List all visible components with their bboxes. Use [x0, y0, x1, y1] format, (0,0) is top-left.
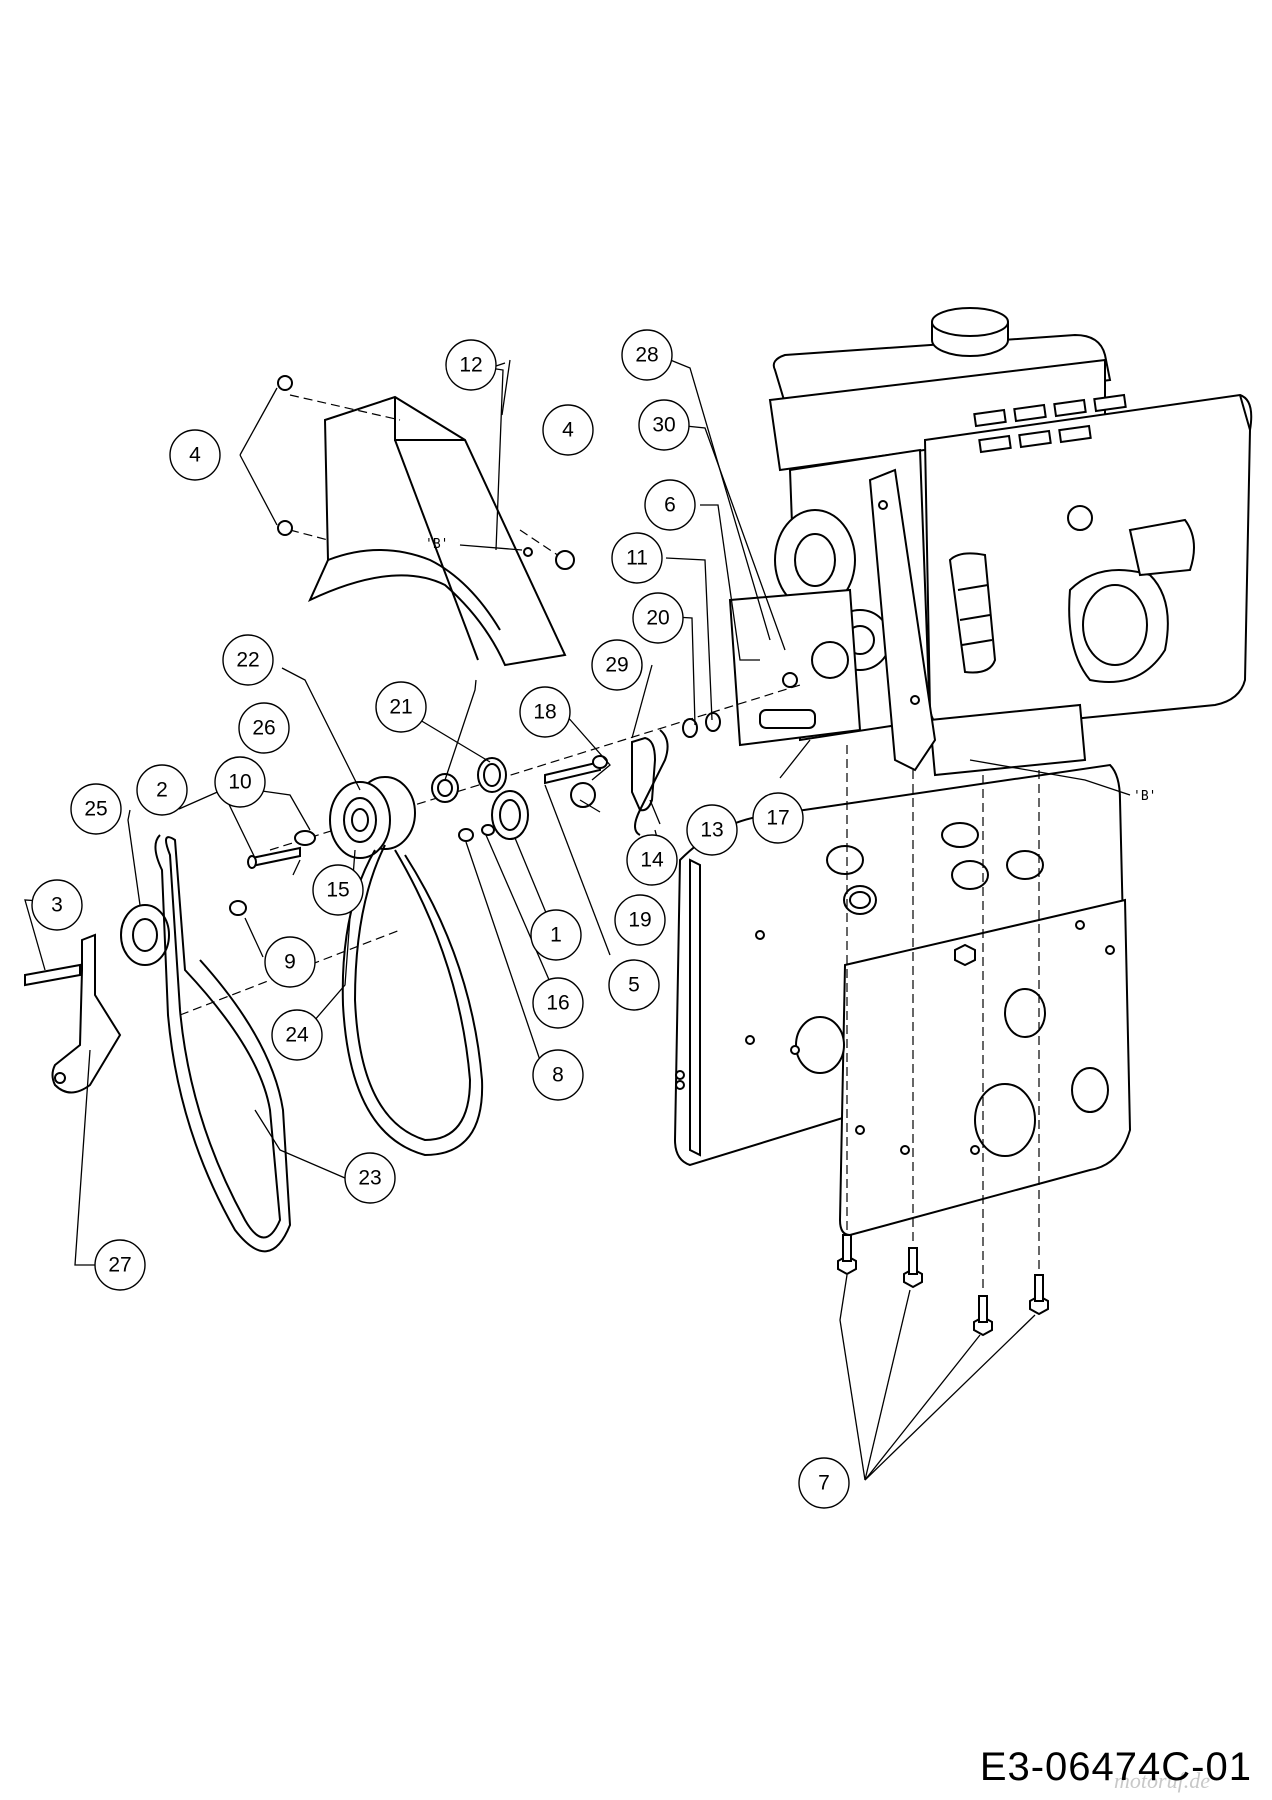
callout-4-left: 4	[169, 429, 221, 481]
svg-text:21: 21	[389, 696, 412, 719]
belts-drawing	[154, 834, 484, 1253]
callout-18: 18	[519, 686, 571, 738]
callout-26: 26	[238, 702, 290, 754]
callout-14: 14	[626, 834, 678, 886]
reference-label-b-engine: 'B'	[1133, 789, 1156, 804]
callout-12: 12	[445, 339, 497, 391]
callout-25: 25	[70, 783, 122, 835]
idler-assembly-drawing	[24, 900, 247, 1094]
svg-text:8: 8	[552, 1064, 564, 1087]
svg-text:3: 3	[51, 894, 63, 917]
svg-text:13: 13	[700, 819, 723, 842]
callout-27: 27	[94, 1239, 146, 1291]
svg-text:27: 27	[108, 1254, 131, 1277]
svg-text:24: 24	[285, 1024, 309, 1047]
frame-bolts-drawing	[837, 745, 1049, 1337]
reference-label-b-cover: 'B'	[425, 537, 448, 552]
callout-2: 2	[136, 764, 188, 816]
callout-15: 15	[312, 864, 364, 916]
callout-9: 9	[264, 936, 316, 988]
callout-3: 3	[31, 879, 83, 931]
callout-13: 13	[686, 804, 738, 856]
svg-text:28: 28	[635, 344, 658, 367]
svg-text:10: 10	[228, 771, 251, 794]
mounting-bracket-drawing	[728, 468, 937, 772]
svg-text:25: 25	[84, 798, 107, 821]
svg-text:6: 6	[664, 494, 676, 517]
belt-cover-drawing	[289, 394, 567, 667]
svg-text:30: 30	[652, 414, 675, 437]
callout-28: 28	[621, 329, 673, 381]
svg-text:14: 14	[640, 849, 664, 872]
callout-23: 23	[344, 1152, 396, 1204]
svg-text:26: 26	[252, 717, 275, 740]
callouts: 1 2 3 4 4 5 6 7 8 9 10 11 12 13 14 15 16…	[31, 329, 850, 1509]
callout-30: 30	[638, 399, 690, 451]
svg-text:4: 4	[562, 419, 574, 442]
callout-8: 8	[532, 1049, 584, 1101]
svg-text:11: 11	[626, 547, 648, 570]
svg-text:29: 29	[605, 654, 628, 677]
svg-text:5: 5	[628, 974, 640, 997]
callout-5: 5	[608, 959, 660, 1011]
callout-22: 22	[222, 634, 274, 686]
cover-screws-drawing	[277, 375, 575, 570]
diagram-code: E3-06474C-01	[979, 1745, 1252, 1789]
callout-11: 11	[611, 532, 663, 584]
svg-text:15: 15	[326, 879, 349, 902]
callout-4-right: 4	[542, 404, 594, 456]
callout-20: 20	[632, 592, 684, 644]
svg-text:23: 23	[358, 1167, 381, 1190]
svg-text:16: 16	[546, 992, 569, 1015]
callout-1: 1	[530, 909, 582, 961]
frame-drawing	[673, 763, 1132, 1237]
svg-text:19: 19	[628, 909, 651, 932]
callout-21: 21	[375, 681, 427, 733]
callout-16: 16	[532, 977, 584, 1029]
svg-text:7: 7	[818, 1472, 830, 1495]
callout-29: 29	[591, 639, 643, 691]
svg-text:12: 12	[459, 354, 482, 377]
svg-text:17: 17	[766, 807, 789, 830]
callout-17: 17	[752, 792, 804, 844]
svg-text:20: 20	[646, 607, 669, 630]
svg-text:1: 1	[550, 924, 562, 947]
watermark: motoruf.de	[1114, 1768, 1210, 1793]
callout-24: 24	[271, 1009, 323, 1061]
svg-text:22: 22	[236, 649, 259, 672]
callout-10: 10	[214, 756, 266, 808]
reference-labels: 'B' 'B'	[425, 537, 1156, 804]
svg-text:9: 9	[284, 951, 296, 974]
svg-text:4: 4	[189, 444, 201, 467]
callout-6: 6	[644, 479, 696, 531]
callout-19: 19	[614, 894, 666, 946]
svg-text:2: 2	[156, 779, 168, 802]
svg-text:18: 18	[533, 701, 556, 724]
callout-7: 7	[798, 1457, 850, 1509]
